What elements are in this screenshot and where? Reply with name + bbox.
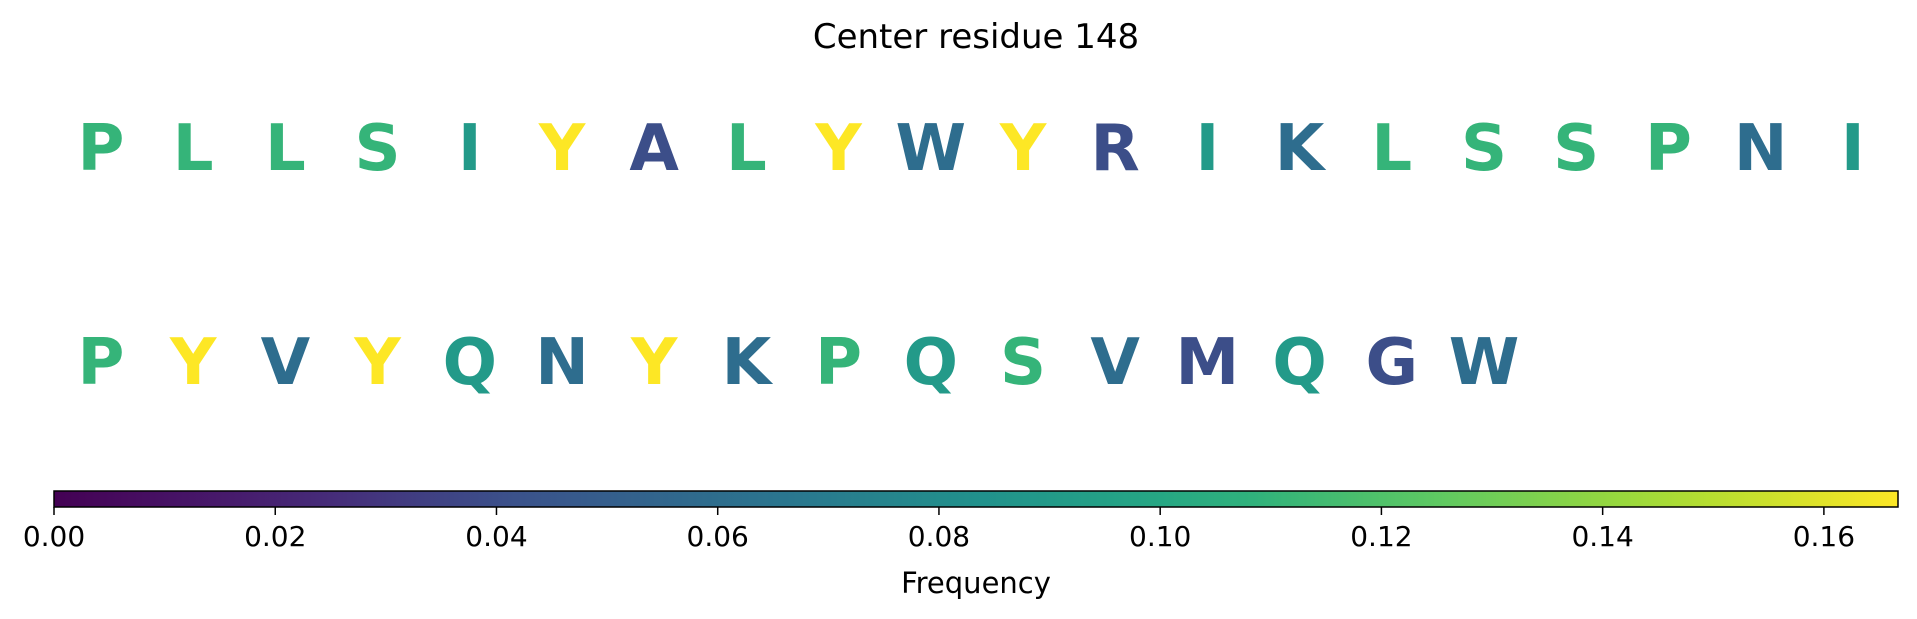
residue-letter: Q (443, 326, 497, 400)
residue-letter: Q (1272, 326, 1326, 400)
colorbar-gradient (53, 490, 1899, 508)
residue-letter: S (1461, 112, 1507, 186)
residue-letter: P (78, 112, 125, 186)
colorbar-tick-label: 0.10 (1129, 520, 1191, 553)
colorbar-tick-label: 0.16 (1793, 520, 1855, 553)
residue-letter: Y (814, 112, 862, 186)
residue-letter: V (1090, 326, 1140, 400)
residue-letter: Y (538, 112, 586, 186)
residue-letter: L (1371, 112, 1412, 186)
residue-letter: I (1195, 112, 1219, 186)
residue-letter: L (173, 112, 214, 186)
colorbar-tick-label: 0.00 (23, 520, 85, 553)
residue-letter: Y (999, 112, 1047, 186)
residue-letter: P (815, 326, 862, 400)
colorbar-tick-label: 0.12 (1350, 520, 1412, 553)
residue-letter: K (722, 326, 774, 400)
residue-letter: W (896, 112, 967, 186)
residue-letter: M (1176, 326, 1240, 400)
residue-letter: Q (904, 326, 958, 400)
residue-letter: N (535, 326, 589, 400)
colorbar-tick-label: 0.06 (687, 520, 749, 553)
residue-letter: A (629, 112, 679, 186)
residue-letter: V (261, 326, 311, 400)
colorbar-tick-label: 0.14 (1571, 520, 1633, 553)
residue-letter: N (1734, 112, 1788, 186)
residue-letter: P (1645, 112, 1692, 186)
residue-letter: W (1449, 326, 1520, 400)
residue-letter: S (1553, 112, 1599, 186)
residue-letter: I (1841, 112, 1865, 186)
residue-letter: S (355, 112, 401, 186)
chart-title: Center residue 148 (813, 17, 1139, 57)
residue-letter: S (1000, 326, 1046, 400)
colorbar-tick-label: 0.02 (244, 520, 306, 553)
residue-letter: L (265, 112, 306, 186)
residue-letter: K (1275, 112, 1327, 186)
residue-letter: P (78, 326, 125, 400)
colorbar-ticks: 0.00 0.02 0.04 0.06 0.08 0.10 0.12 0.14 0.16 (23, 507, 1855, 553)
residue-letter: Y (353, 326, 401, 400)
residue-letter: L (726, 112, 767, 186)
residue-letter: Y (169, 326, 217, 400)
residue-letter: I (458, 112, 482, 186)
colorbar: 0.00 0.02 0.04 0.06 0.08 0.10 0.12 0.14 0.16 Fre… (23, 490, 1899, 600)
colorbar-tick-label: 0.04 (465, 520, 527, 553)
colorbar-tick-label: 0.08 (908, 520, 970, 553)
residue-letter: Y (630, 326, 678, 400)
residue-letter: R (1091, 112, 1140, 186)
colorbar-label: Frequency (901, 566, 1051, 600)
residue-letter: G (1366, 326, 1419, 400)
